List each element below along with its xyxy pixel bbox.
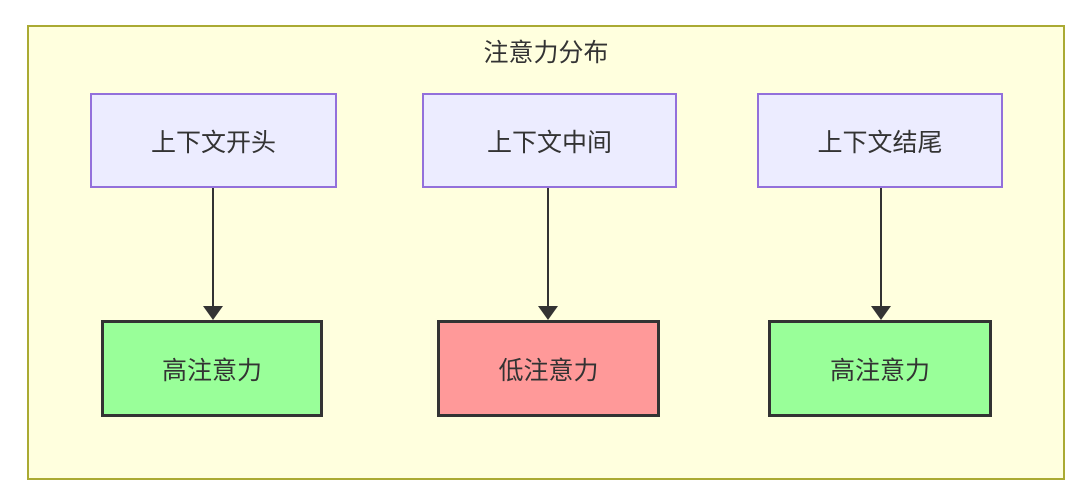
node-context-end: 上下文结尾 (757, 93, 1003, 188)
diagram-title: 注意力分布 (483, 39, 609, 67)
node-high-attention-end: 高注意力 (768, 320, 992, 417)
arrow-line-middle-to-low (547, 188, 549, 306)
node-high-attention-start: 高注意力 (101, 320, 323, 417)
arrow-line-start-to-high (212, 188, 214, 306)
node-low-attention-middle-label: 低注意力 (498, 356, 599, 385)
node-context-start-label: 上下文开头 (150, 128, 276, 157)
arrow-head-icon (538, 306, 558, 320)
arrow-head-icon (203, 306, 223, 320)
node-context-middle: 上下文中间 (422, 93, 677, 188)
node-low-attention-middle: 低注意力 (437, 320, 660, 417)
node-context-middle-label: 上下文中间 (486, 128, 612, 157)
arrow-head-icon (871, 306, 891, 320)
arrow-line-end-to-high (880, 188, 882, 306)
node-high-attention-start-label: 高注意力 (161, 356, 262, 385)
node-high-attention-end-label: 高注意力 (829, 356, 930, 385)
node-context-end-label: 上下文结尾 (817, 128, 943, 157)
node-context-start: 上下文开头 (90, 93, 337, 188)
